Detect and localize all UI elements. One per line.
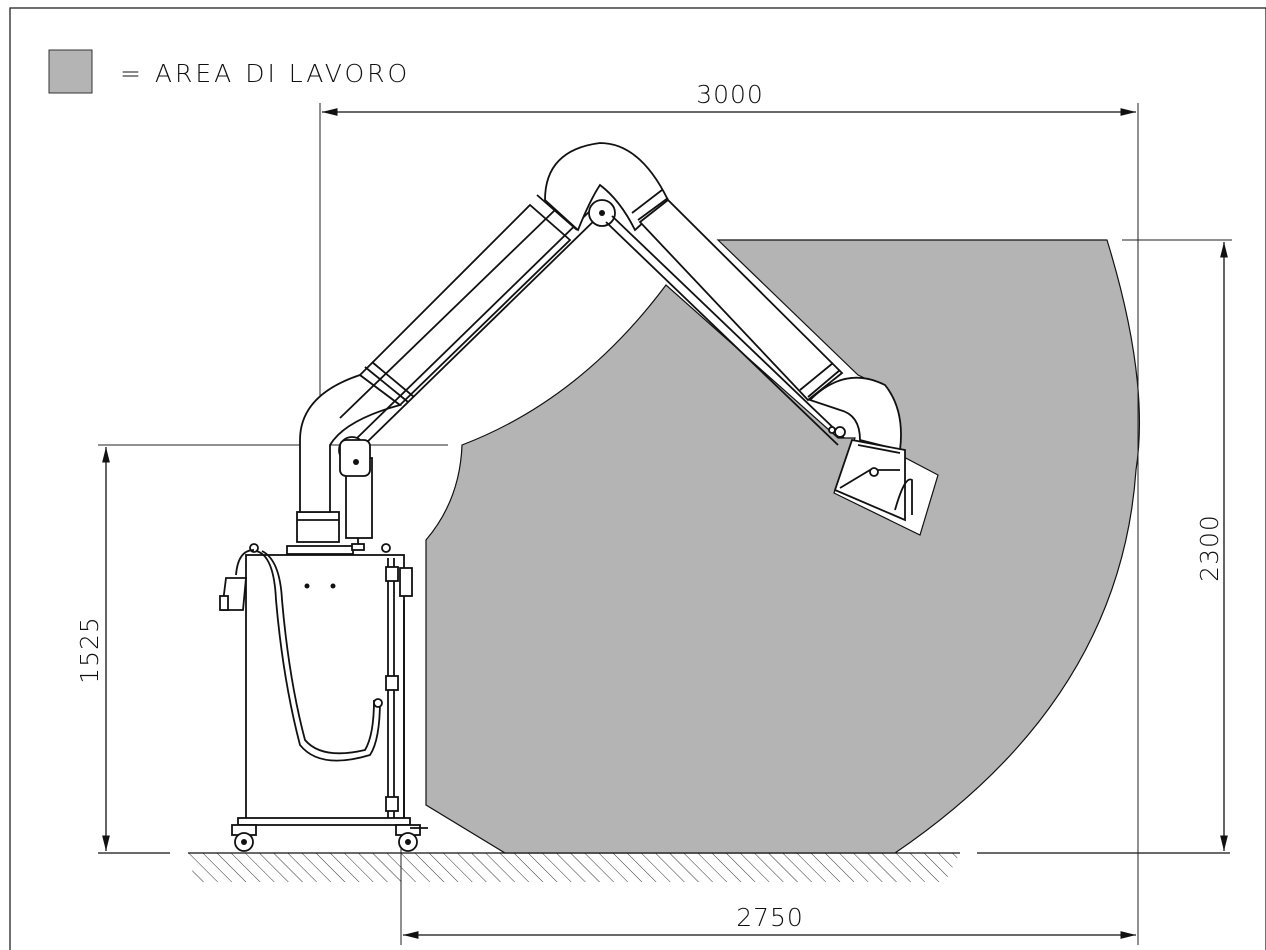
dimension-bottom: 2750 xyxy=(400,835,1136,945)
legend-swatch xyxy=(48,49,93,94)
dim-left-label: 1525 xyxy=(75,616,104,684)
dimension-right: 2300 xyxy=(1122,239,1232,851)
ground-hatch xyxy=(98,852,1230,882)
legend-label: = AREA DI LAVORO xyxy=(120,59,410,88)
dimension-top: 3000 xyxy=(319,80,1139,945)
frame-border xyxy=(9,7,1266,950)
dim-bottom-label: 2750 xyxy=(736,903,804,932)
dimension-left: 1525 xyxy=(75,444,448,851)
work-area xyxy=(425,239,1141,854)
dim-top-label: 3000 xyxy=(696,80,764,109)
extraction-arm xyxy=(296,142,913,551)
fume-extractor-cabinet xyxy=(219,543,428,852)
dim-right-label: 2300 xyxy=(1195,514,1224,582)
